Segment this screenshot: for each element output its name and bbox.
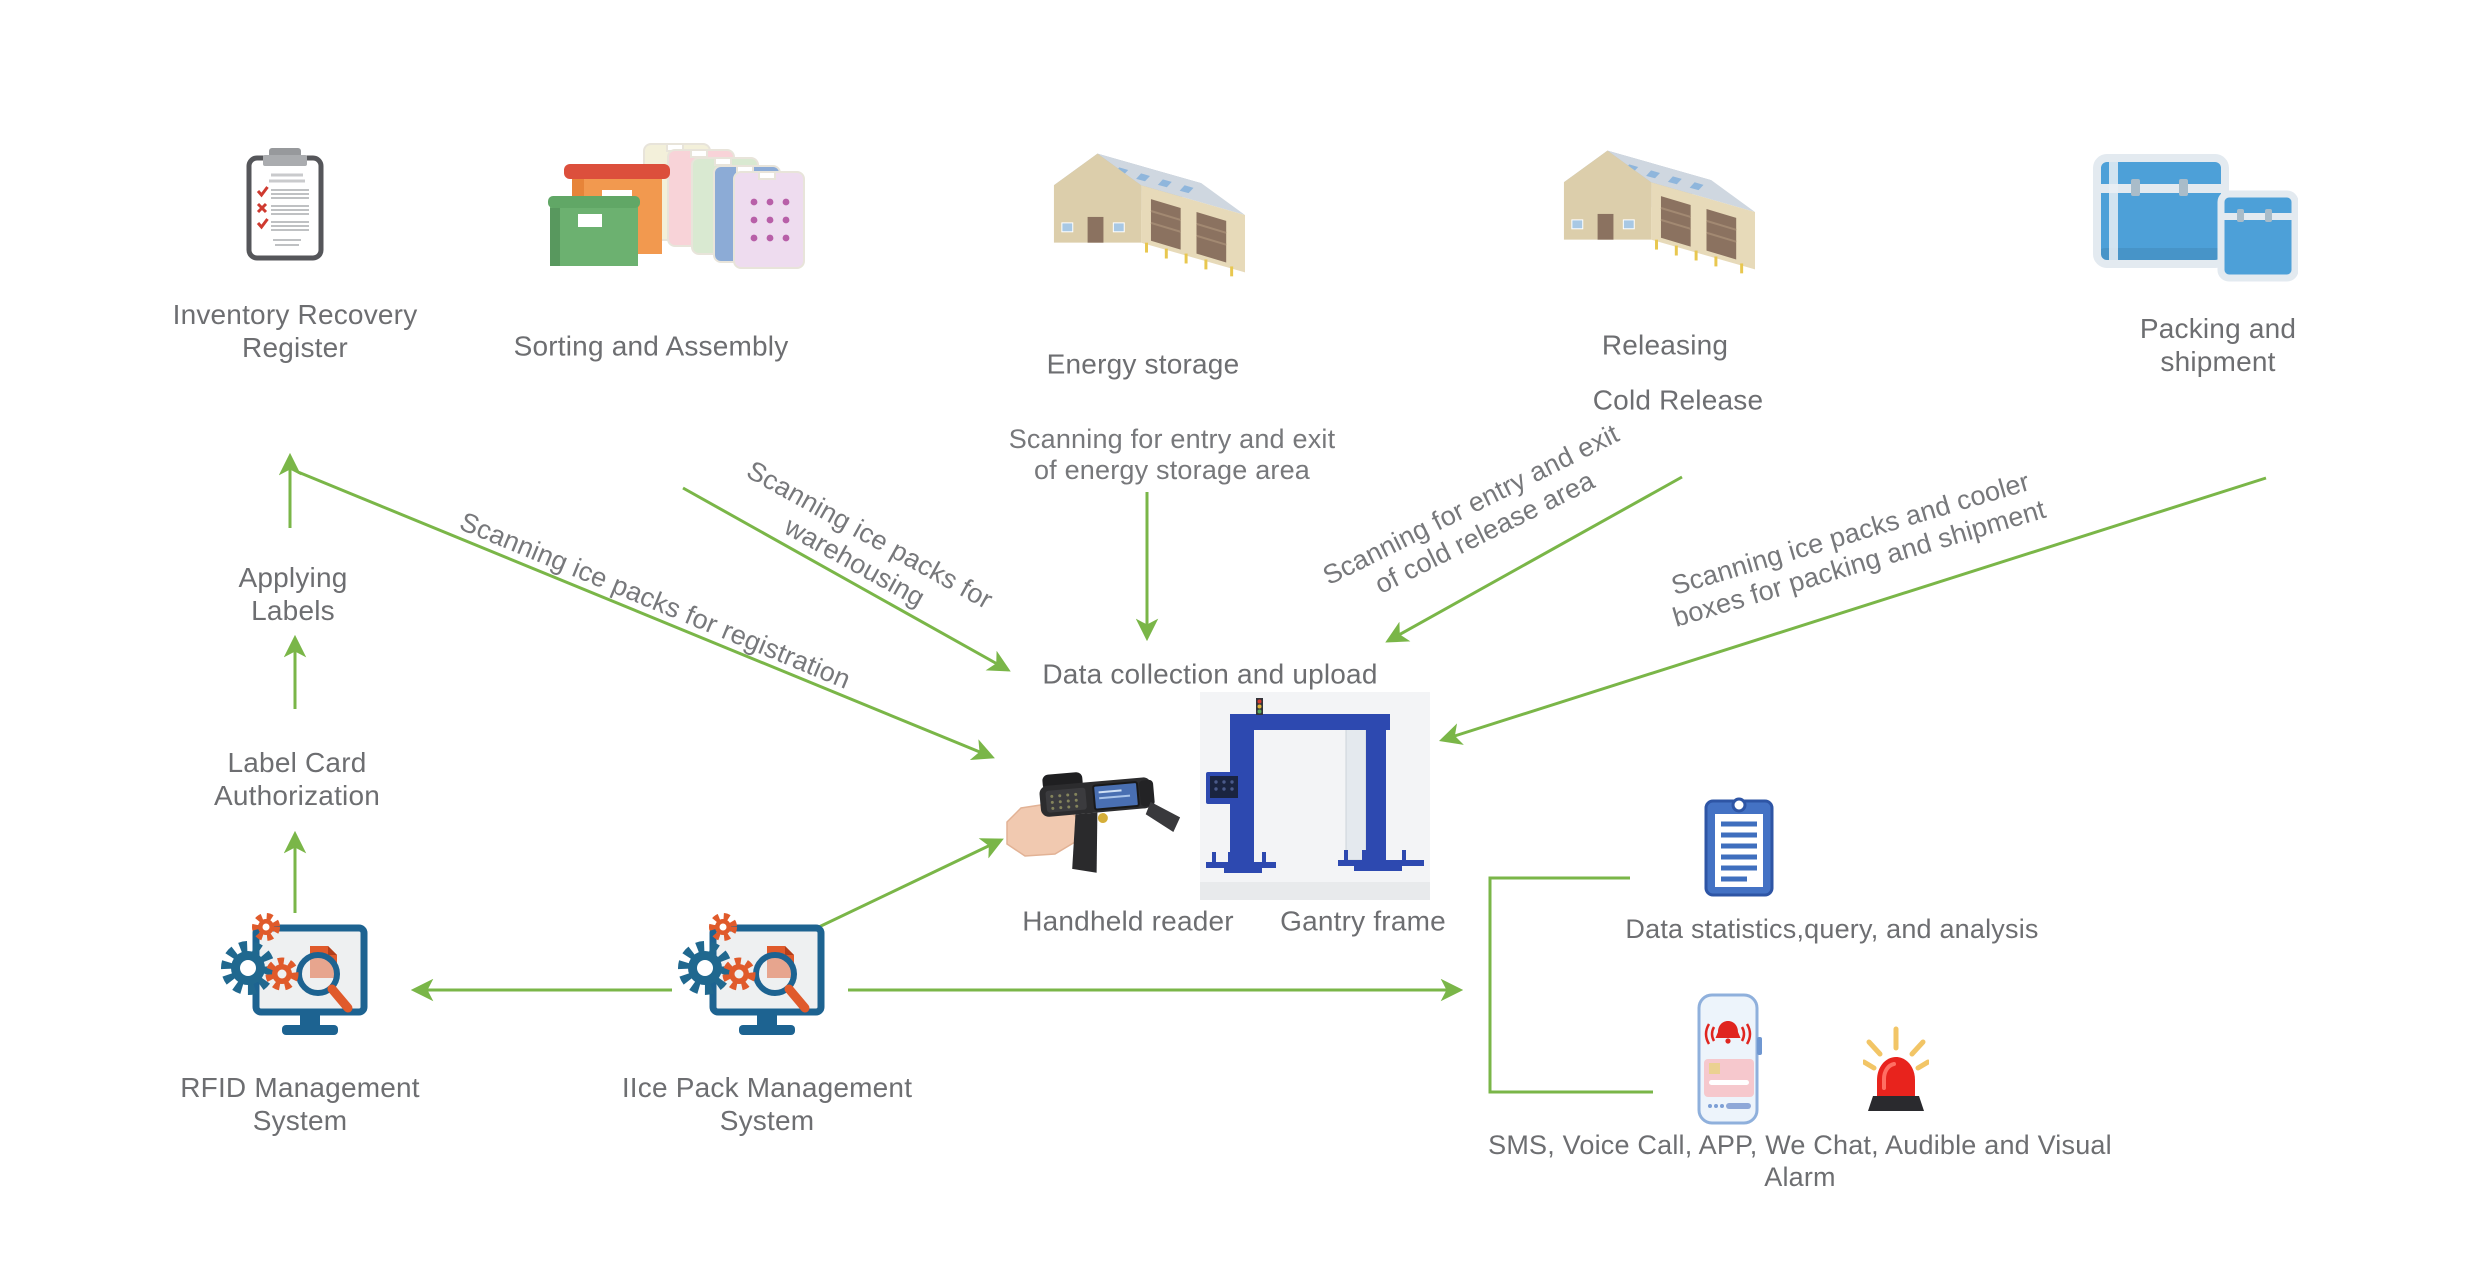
cooler-boxes-icon — [2093, 148, 2298, 290]
storage-boxes-ice-packs-icon — [548, 142, 810, 274]
arrow-packing-scan — [1438, 476, 2267, 745]
phone-alert-icon — [1695, 993, 1765, 1126]
reader-device — [1039, 772, 1181, 873]
arrow-cold-release-scan — [1385, 475, 1683, 643]
arrow-registration-scan — [297, 470, 995, 761]
handheld-rfid-reader-photo — [1003, 748, 1188, 888]
label-packing-and-shipment: Packing and shipment — [2139, 312, 2297, 377]
alert-bell — [1715, 1021, 1741, 1044]
bracket-outputs — [1488, 876, 1653, 1094]
report-clipboard-icon — [1700, 793, 1778, 899]
label-sorting-and-assembly: Sorting and Assembly — [513, 330, 789, 362]
label-data-statistics: Data statistics,query, and analysis — [1625, 914, 2039, 945]
warehouse-icon — [1048, 133, 1246, 288]
label-handheld-reader: Handheld reader — [1022, 905, 1234, 937]
ice-pack-dots — [750, 198, 790, 242]
label-releasing: Releasing — [1601, 329, 1729, 361]
label-applying-labels: Applying Labels — [238, 561, 348, 626]
small-cooler — [2217, 190, 2298, 282]
label-rfid-management-system: RFID Management System — [180, 1071, 420, 1136]
dock-doors — [1150, 199, 1227, 263]
gantry-feet — [1206, 850, 1424, 873]
label-inventory-recovery-register: Inventory Recovery Register — [172, 298, 418, 363]
gantry-frame-photo — [1200, 692, 1430, 900]
bollards — [1145, 242, 1234, 277]
checklist-clipboard-icon — [243, 146, 327, 264]
management-system-monitor-icon — [214, 912, 370, 1043]
label-cold-release: Cold Release — [1592, 384, 1764, 416]
siren-rays — [1863, 1026, 1929, 1071]
management-system-monitor-icon — [671, 912, 827, 1043]
big-cooler — [2093, 154, 2229, 268]
label-energy-storage: Energy storage — [1046, 348, 1240, 380]
green-box — [548, 196, 640, 266]
label-gantry-frame: Gantry frame — [1280, 905, 1446, 937]
siren-icon — [1863, 1016, 1929, 1114]
label-data-collection-and-upload: Data collection and upload — [1042, 658, 1378, 690]
label-alerts: SMS, Voice Call, APP, We Chat, Audible a… — [1488, 1130, 2112, 1192]
label-label-card-authorization: Label Card Authorization — [213, 746, 381, 811]
edge-label-energy-scan: Scanning for entry and exit of energy st… — [1008, 423, 1336, 485]
arrow-warehousing-scan — [682, 486, 1011, 672]
label-ice-pack-management-system: IIce Pack Management System — [621, 1071, 913, 1136]
ice-packs — [643, 143, 805, 269]
warehouse-icon — [1558, 130, 1756, 285]
arrow-ipms-to-reader — [799, 838, 1004, 938]
